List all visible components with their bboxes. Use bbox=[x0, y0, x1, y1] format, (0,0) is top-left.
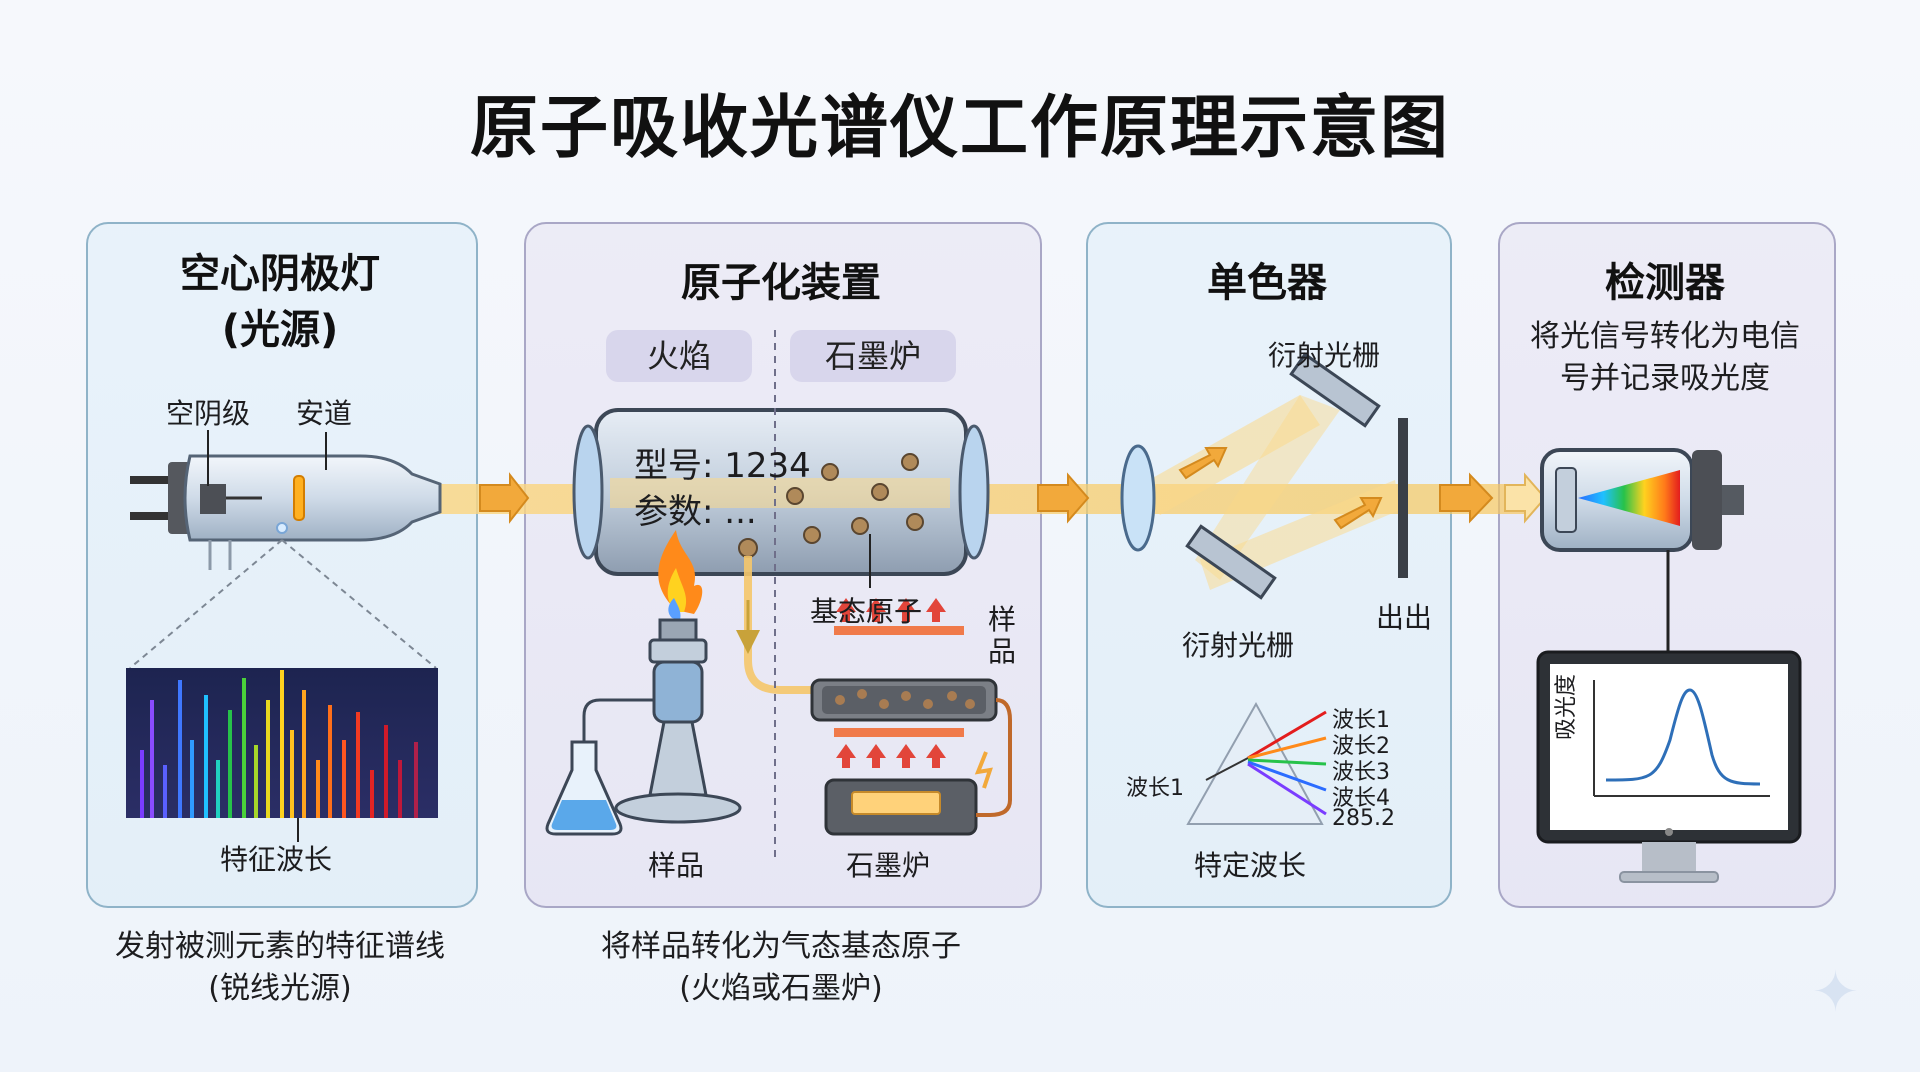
atomizer-panel-title: 原子化装置 bbox=[681, 260, 881, 306]
grating-bottom-label: 衍射光栅 bbox=[1182, 629, 1295, 662]
exit-slit-label: 出出 bbox=[1376, 601, 1433, 634]
flask-icon bbox=[545, 740, 623, 836]
grating-bottom-icon bbox=[1185, 524, 1277, 600]
sparkle-icon: ✦ bbox=[1812, 960, 1859, 1025]
lamp-caption-line1: 发射被测元素的特征谱线 bbox=[115, 929, 445, 964]
lightning-icon bbox=[974, 751, 993, 789]
absorbance-axis-label: 吸光度 bbox=[1554, 673, 1579, 740]
photomultiplier-icon bbox=[1540, 448, 1744, 652]
lamp-panel-title: 空心阴极灯 (光源) bbox=[86, 246, 474, 358]
atomizer-caption: 将样品转化为气态基态原子 (火焰或石墨炉) bbox=[524, 926, 1038, 1010]
detector-panel-title: 检测器 bbox=[1605, 260, 1725, 306]
furnace-label: 石墨炉 bbox=[846, 849, 931, 882]
prism-output-4: 波长4 bbox=[1332, 786, 1390, 811]
exit-slit bbox=[1398, 418, 1408, 578]
hollow-cathode-lamp-icon bbox=[130, 430, 442, 570]
lamp-title-line2: (光源) bbox=[221, 307, 339, 353]
lamp-title-line1: 空心阴极灯 bbox=[180, 251, 380, 297]
graphite-furnace-icon bbox=[810, 598, 1012, 836]
grating-top-icon bbox=[1289, 352, 1381, 428]
page-title: 原子吸收光谱仪工作原理示意图 bbox=[469, 89, 1450, 168]
sample-label: 样品 bbox=[648, 849, 705, 882]
monitor-icon bbox=[1536, 650, 1802, 883]
prism-output-3: 波长3 bbox=[1332, 760, 1390, 785]
specific-wavelength-label: 特定波长 bbox=[1194, 849, 1307, 882]
sample-feed-line bbox=[736, 556, 814, 694]
prism-icon bbox=[1186, 701, 1327, 825]
anode-label: 安道 bbox=[296, 397, 353, 430]
atomizer-tube bbox=[572, 408, 990, 588]
detector-desc-line2: 号并记录吸光度 bbox=[1560, 361, 1770, 396]
monochromator-panel-title: 单色器 bbox=[1207, 260, 1327, 306]
atomizer-caption-line2: (火焰或石墨炉) bbox=[679, 971, 883, 1006]
sample-vertical-label: 样品 bbox=[988, 603, 1017, 668]
tab-flame[interactable]: 火焰 bbox=[606, 330, 752, 382]
characteristic-wavelength-label: 特征波长 bbox=[220, 843, 333, 876]
model-label: 型号: 1234 bbox=[634, 446, 811, 486]
lens-icon bbox=[1120, 444, 1156, 552]
lamp-caption: 发射被测元素的特征谱线 (锐线光源) bbox=[86, 926, 474, 1010]
atomizer-caption-line1: 将样品转化为气态基态原子 bbox=[601, 929, 961, 964]
prism-output-1: 波长1 bbox=[1332, 708, 1390, 733]
grating-top-label: 衍射光栅 bbox=[1268, 339, 1381, 372]
ground-state-atoms-label: 基态原子 bbox=[810, 595, 923, 628]
cathode-label: 空阴级 bbox=[166, 397, 251, 430]
prism-output-2: 波长2 bbox=[1332, 734, 1390, 759]
flow-arrows bbox=[479, 447, 1547, 530]
detector-desc-line1: 将光信号转化为电信 bbox=[1530, 319, 1800, 354]
prism-output-5: 285.2 bbox=[1332, 806, 1395, 831]
emission-spectrum bbox=[126, 539, 438, 842]
prism-input-label: 波长1 bbox=[1126, 776, 1184, 801]
flame-icon bbox=[658, 530, 703, 620]
detector-description: 将光信号转化为电信 号并记录吸光度 bbox=[1498, 316, 1832, 400]
burner-icon bbox=[582, 618, 742, 824]
lamp-caption-line2: (锐线光源) bbox=[208, 971, 352, 1006]
tab-graphite-furnace[interactable]: 石墨炉 bbox=[790, 330, 956, 382]
params-label: 参数: ... bbox=[634, 492, 757, 532]
